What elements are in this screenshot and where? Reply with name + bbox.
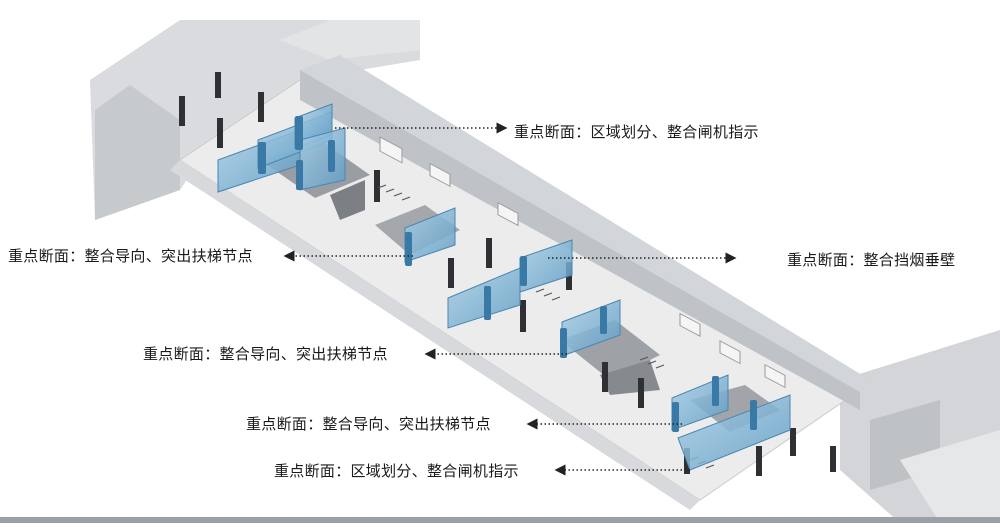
callout-guidance-escalator-2: 重点断面：整合导向、突出扶梯节点	[143, 345, 388, 363]
wall-posters	[379, 136, 786, 389]
leader-lines	[283, 122, 737, 476]
glass-panels	[217, 103, 791, 471]
callout-smoke-barrier: 重点断面：整合挡烟垂壁	[787, 251, 956, 269]
callout-guidance-escalator-1: 重点断面：整合导向、突出扶梯节点	[8, 247, 253, 265]
callout-zoning-gate-2: 重点断面：区域划分、整合闸机指示	[274, 462, 519, 480]
callout-guidance-escalator-3: 重点断面：整合导向、突出扶梯节点	[246, 415, 491, 433]
callout-zoning-gate-1: 重点断面：区域划分、整合闸机指示	[514, 123, 759, 141]
bottom-divider	[0, 517, 1000, 523]
